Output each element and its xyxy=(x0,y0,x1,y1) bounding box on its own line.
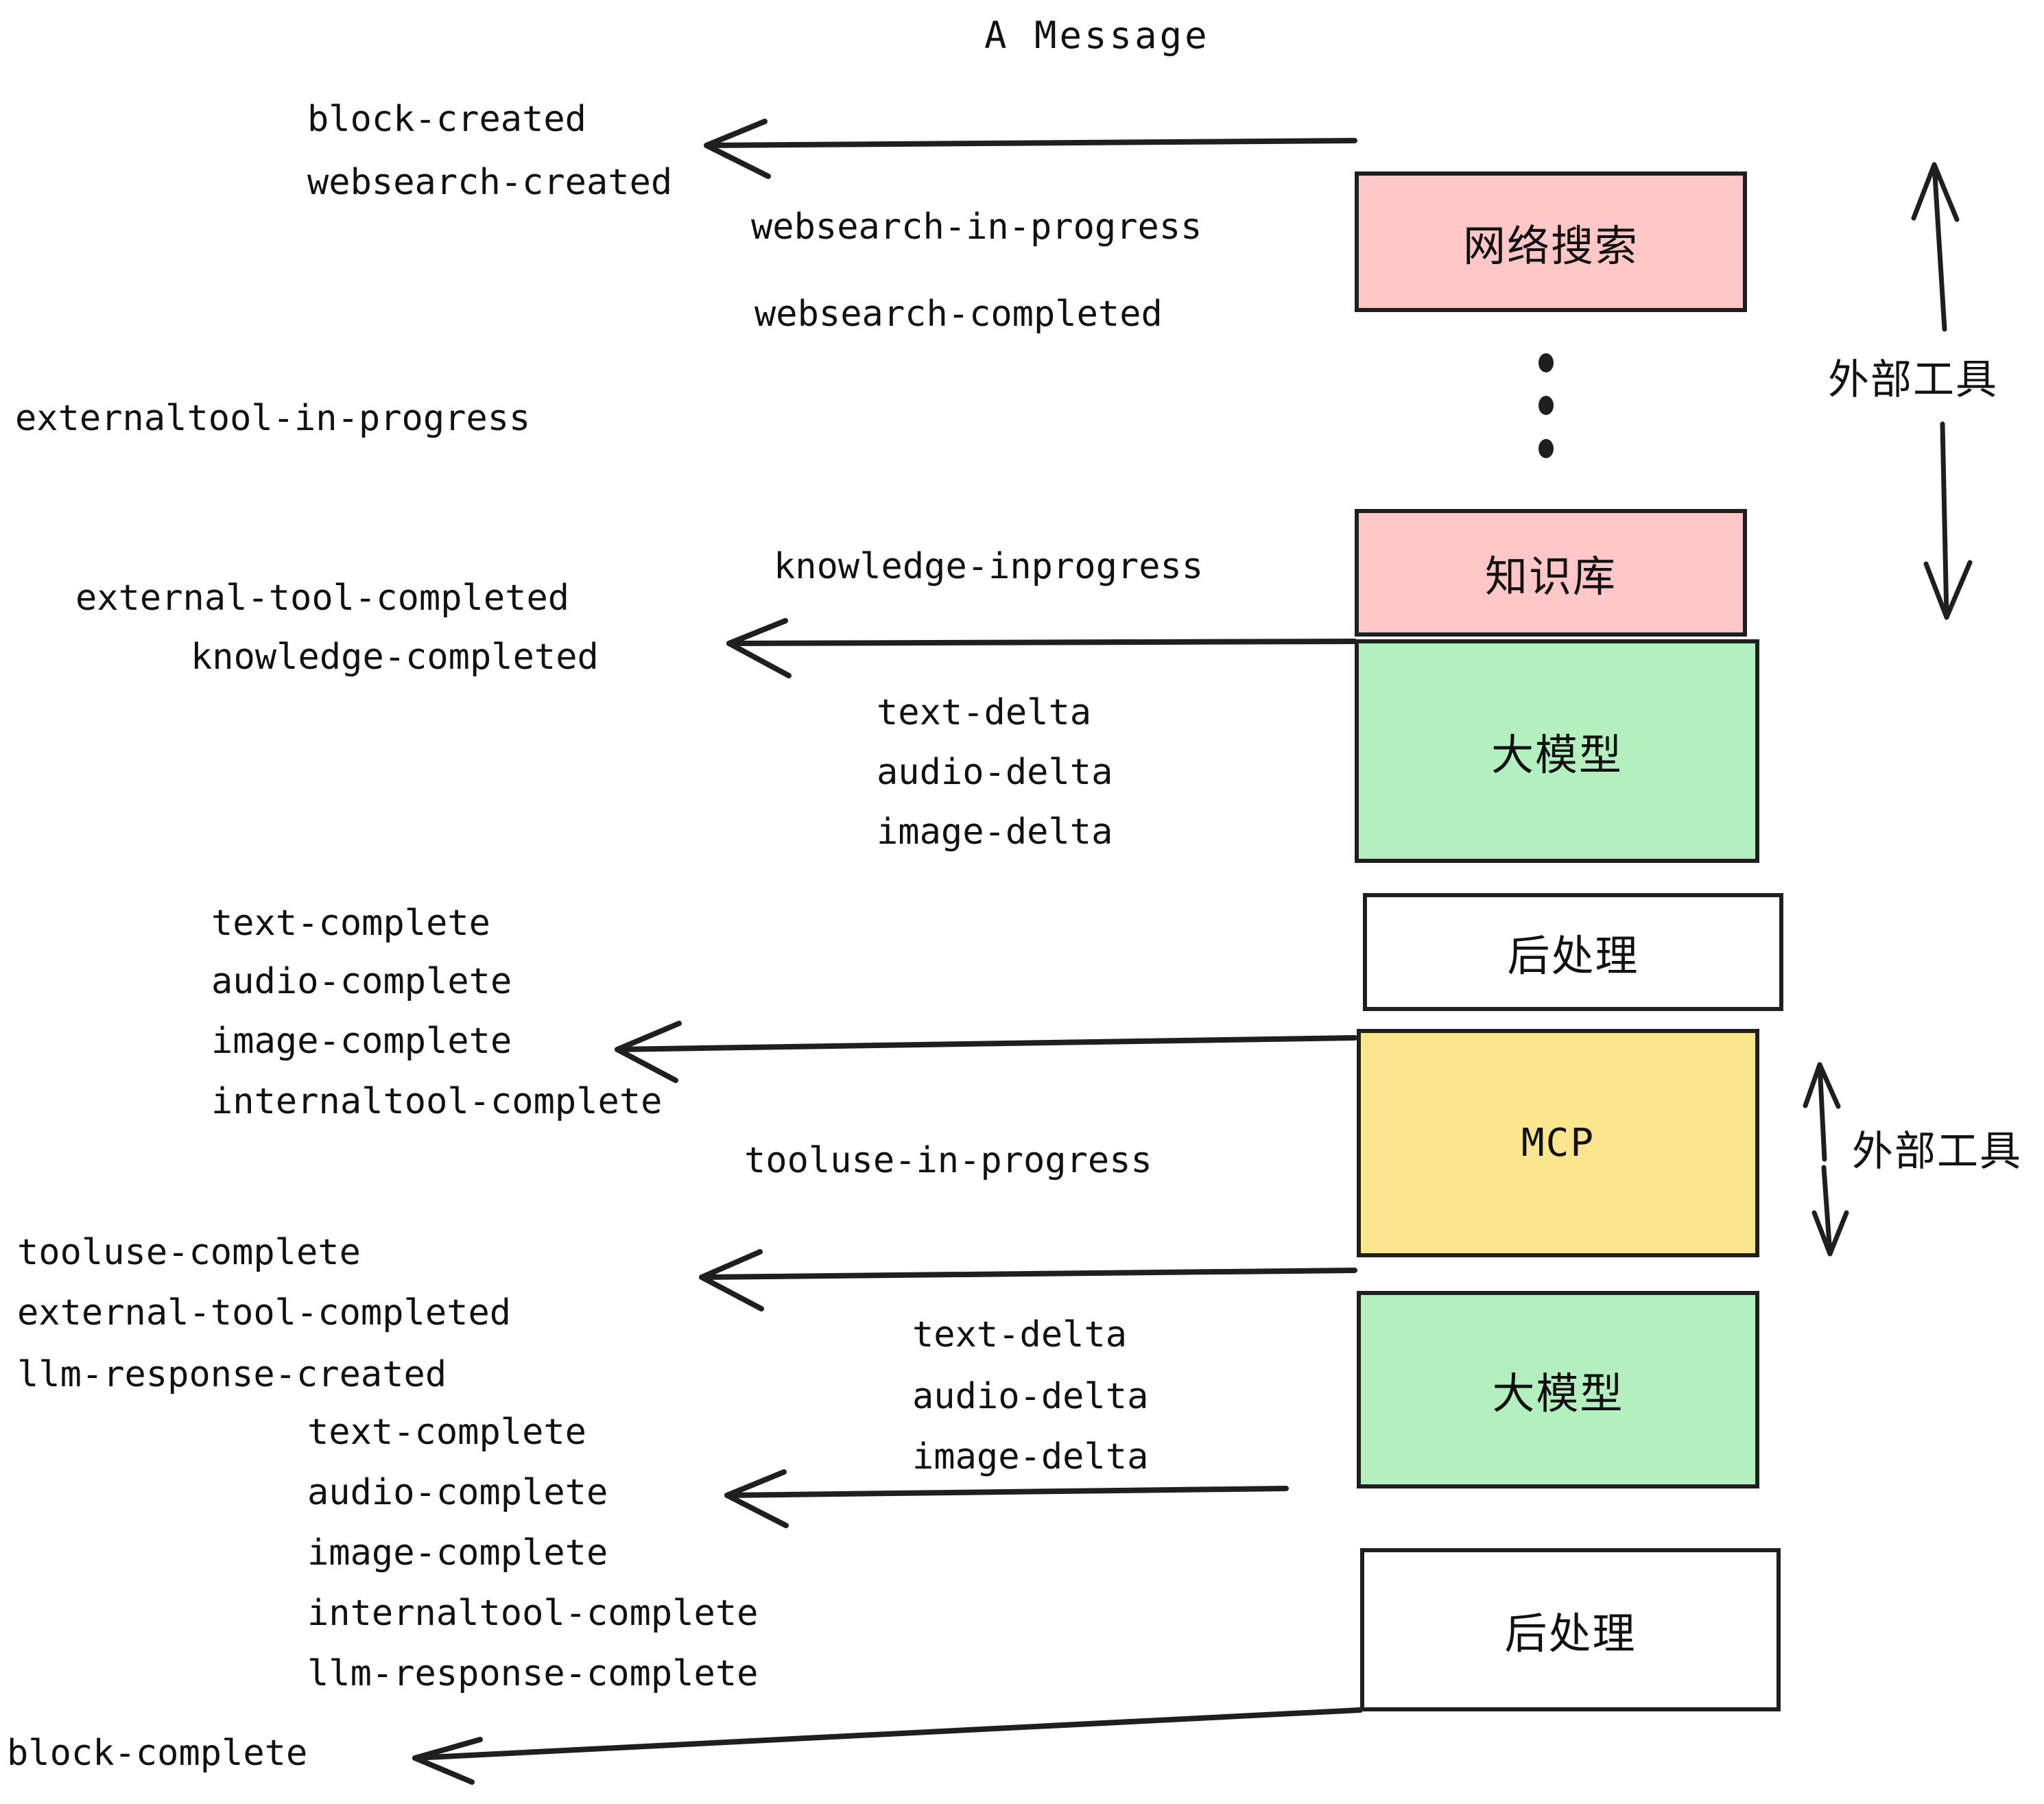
event-text-delta-1: text-delta xyxy=(877,692,1092,733)
event-internaltool-complete-2: internaltool-complete xyxy=(307,1593,759,1634)
event-image-complete-2: image-complete xyxy=(307,1532,608,1574)
arrow-mcp-to-tooluse-complete xyxy=(699,1249,1357,1312)
event-tooluse-in-progress: tooluse-in-progress xyxy=(744,1140,1152,1181)
event-llm-response-created: llm-response-created xyxy=(17,1354,447,1395)
arrow-mcp-to-image-complete xyxy=(615,1021,1357,1083)
node-mcp-label: MCP xyxy=(1521,1121,1595,1165)
event-websearch-in-progress: websearch-in-progress xyxy=(751,206,1202,248)
arrow-knowledge-to-completed xyxy=(726,618,1357,678)
event-external-tool-completed-2: external-tool-completed xyxy=(17,1292,512,1333)
event-text-complete-1: text-complete xyxy=(211,903,490,944)
side-label-external-tool-top: 外部工具 xyxy=(1828,356,1998,404)
node-llm-2-label: 大模型 xyxy=(1492,1368,1624,1419)
ellipsis-dot-1 xyxy=(1538,353,1554,372)
event-audio-complete-1: audio-complete xyxy=(211,961,512,1002)
diagram-title: A Message xyxy=(984,14,1210,57)
event-audio-delta-2: audio-delta xyxy=(912,1376,1149,1417)
event-text-complete-2: text-complete xyxy=(307,1412,586,1453)
node-llm-1[interactable]: 大模型 xyxy=(1355,639,1759,863)
event-audio-delta-1: audio-delta xyxy=(877,752,1113,793)
side-label-external-tool-bottom: 外部工具 xyxy=(1852,1128,2022,1176)
external-tool-range-bottom xyxy=(1803,1062,1849,1257)
arrow-post2-to-block-complete xyxy=(412,1707,1363,1785)
node-knowledge-label: 知识库 xyxy=(1484,551,1617,602)
event-image-delta-1: image-delta xyxy=(877,811,1113,853)
node-websearch-label: 网络搜索 xyxy=(1462,220,1639,271)
node-postprocess-2-label: 后处理 xyxy=(1504,1609,1637,1659)
event-block-created: block-created xyxy=(307,99,586,140)
node-postprocess-1[interactable]: 后处理 xyxy=(1363,893,1783,1011)
event-block-complete: block-complete xyxy=(7,1733,308,1774)
node-websearch[interactable]: 网络搜索 xyxy=(1355,171,1747,312)
event-knowledge-inprogress: knowledge-inprogress xyxy=(774,546,1204,587)
event-llm-response-complete: llm-response-complete xyxy=(307,1653,759,1694)
event-external-tool-completed-1: external-tool-completed xyxy=(75,578,570,619)
node-llm-2[interactable]: 大模型 xyxy=(1357,1291,1759,1488)
event-image-delta-2: image-delta xyxy=(912,1436,1149,1477)
event-audio-complete-2: audio-complete xyxy=(307,1472,608,1513)
event-internaltool-complete-1: internaltool-complete xyxy=(211,1081,663,1122)
arrow-websearch-to-block xyxy=(704,119,1357,179)
event-text-delta-2: text-delta xyxy=(912,1314,1128,1355)
event-knowledge-completed: knowledge-completed xyxy=(191,637,599,678)
node-mcp[interactable]: MCP xyxy=(1357,1029,1759,1257)
event-websearch-completed: websearch-completed xyxy=(754,294,1163,335)
event-image-complete-1: image-complete xyxy=(211,1021,512,1062)
event-websearch-created: websearch-created xyxy=(307,162,673,203)
event-externaltool-in-progress: externaltool-in-progress xyxy=(15,398,531,439)
node-postprocess-1-label: 后处理 xyxy=(1507,931,1639,981)
node-postprocess-2[interactable]: 后处理 xyxy=(1360,1548,1781,1711)
ellipsis-dot-3 xyxy=(1538,439,1554,458)
arrow-llm2-to-audio-complete xyxy=(724,1469,1289,1528)
node-llm-1-label: 大模型 xyxy=(1490,730,1623,780)
node-knowledge[interactable]: 知识库 xyxy=(1355,509,1747,637)
event-tooluse-complete: tooluse-complete xyxy=(17,1232,361,1273)
ellipsis-dot-2 xyxy=(1538,396,1554,415)
